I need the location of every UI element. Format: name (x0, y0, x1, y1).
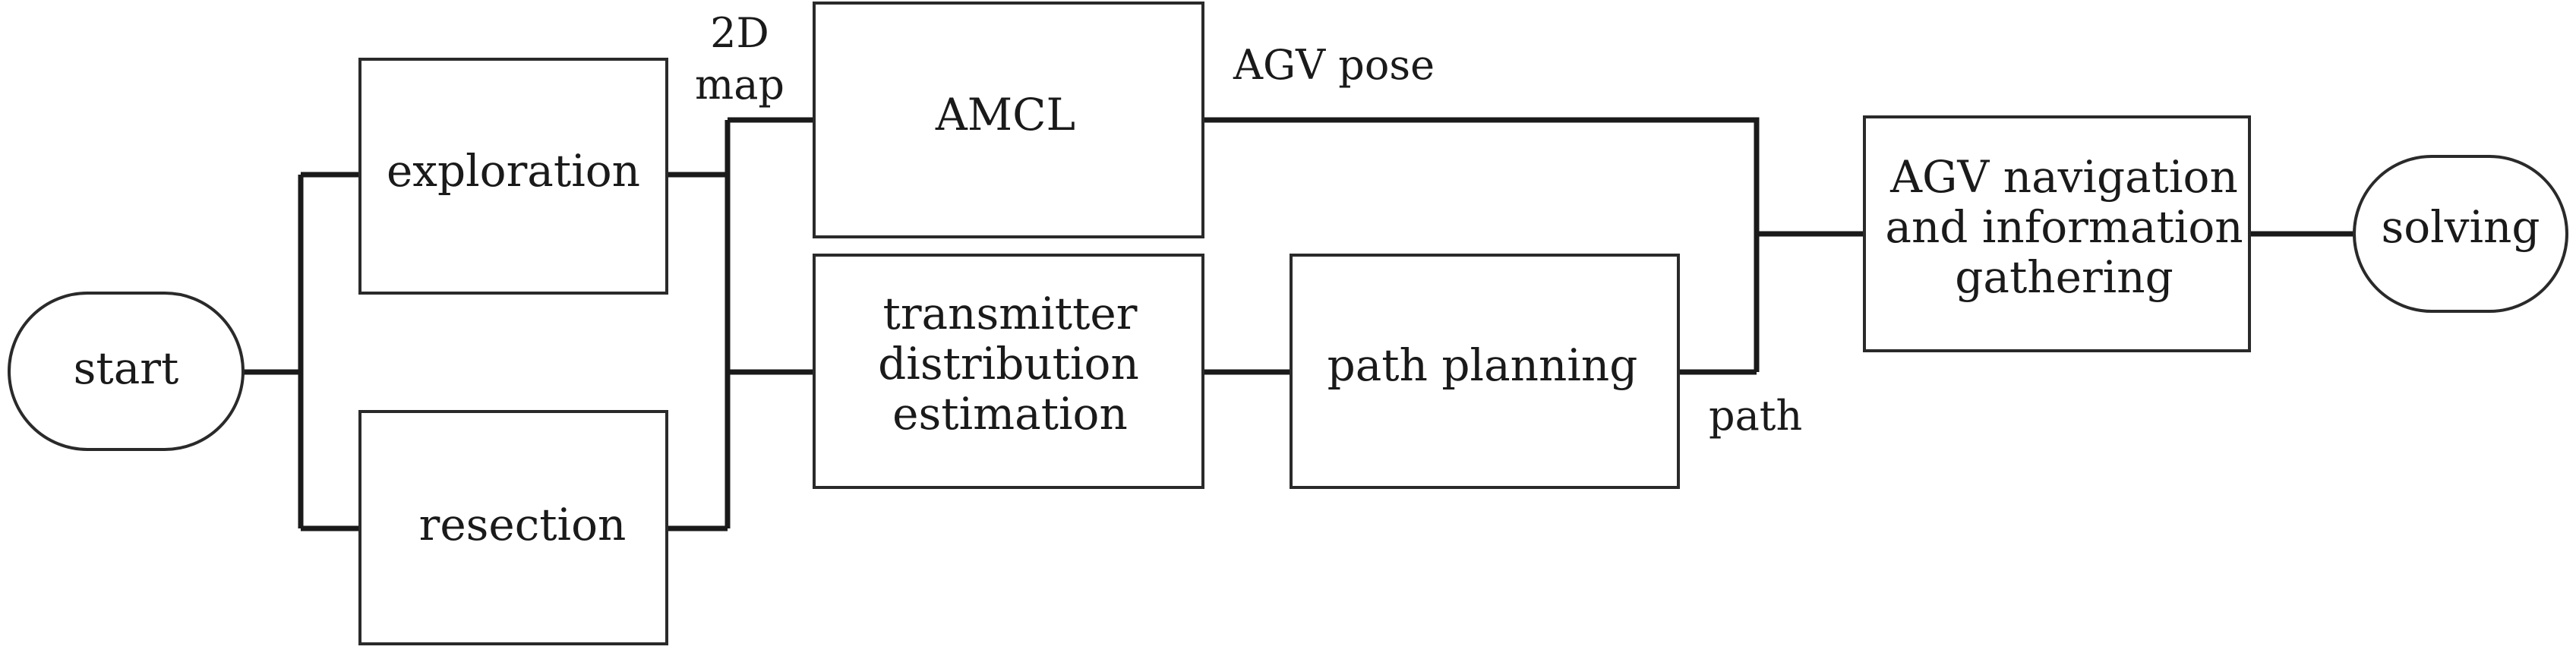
transmitter-label-line-1: transmitter (883, 288, 1138, 339)
solving-terminal: solving (2353, 155, 2568, 313)
exploration-label: exploration (387, 145, 640, 197)
connectors (243, 117, 2354, 531)
start-terminal: start (8, 292, 245, 451)
resection-label: resection (419, 499, 627, 550)
exploration-shape (358, 58, 668, 295)
map-label-line-1: 2D (710, 9, 769, 57)
connector-amcl-output (1203, 117, 1760, 372)
start-shape (8, 292, 245, 451)
amcl-label: AMCL (935, 89, 1075, 140)
amcl-shape (813, 2, 1204, 238)
transmitter-label-line-3: estimation (892, 388, 1128, 440)
agv-navigation-label-line-2: and information (1885, 201, 2243, 253)
path-label: path (1709, 392, 1802, 440)
transmitter-box: transmitter distribution estimation (813, 254, 1204, 489)
connector-map-merge (667, 120, 731, 531)
start-label: start (74, 342, 179, 394)
agv-navigation-shape (1863, 115, 2251, 352)
path-planning-box: path planning (1290, 254, 1680, 489)
transmitter-shape (813, 254, 1204, 489)
solving-shape (2353, 155, 2568, 313)
agv-navigation-box: AGV navigation and information gathering (1863, 115, 2251, 352)
path-planning-shape (1290, 254, 1680, 489)
connector-start-branch (243, 172, 360, 531)
amcl-box: AMCL (813, 2, 1204, 238)
solving-label: solving (2381, 201, 2540, 253)
resection-box: resection (358, 410, 668, 645)
agv-navigation-label-line-3: gathering (1955, 251, 2173, 303)
path-planning-label: path planning (1327, 339, 1638, 391)
map-label-line-2: map (695, 61, 784, 109)
agv-pose-label: AGV pose (1233, 41, 1435, 89)
exploration-box: exploration (358, 58, 668, 295)
transmitter-label-line-2: distribution (878, 338, 1139, 390)
edge-labels: 2D map AGV pose path (695, 9, 1802, 440)
resection-shape (358, 410, 668, 645)
agv-navigation-label-line-1: AGV navigation (1889, 151, 2238, 203)
